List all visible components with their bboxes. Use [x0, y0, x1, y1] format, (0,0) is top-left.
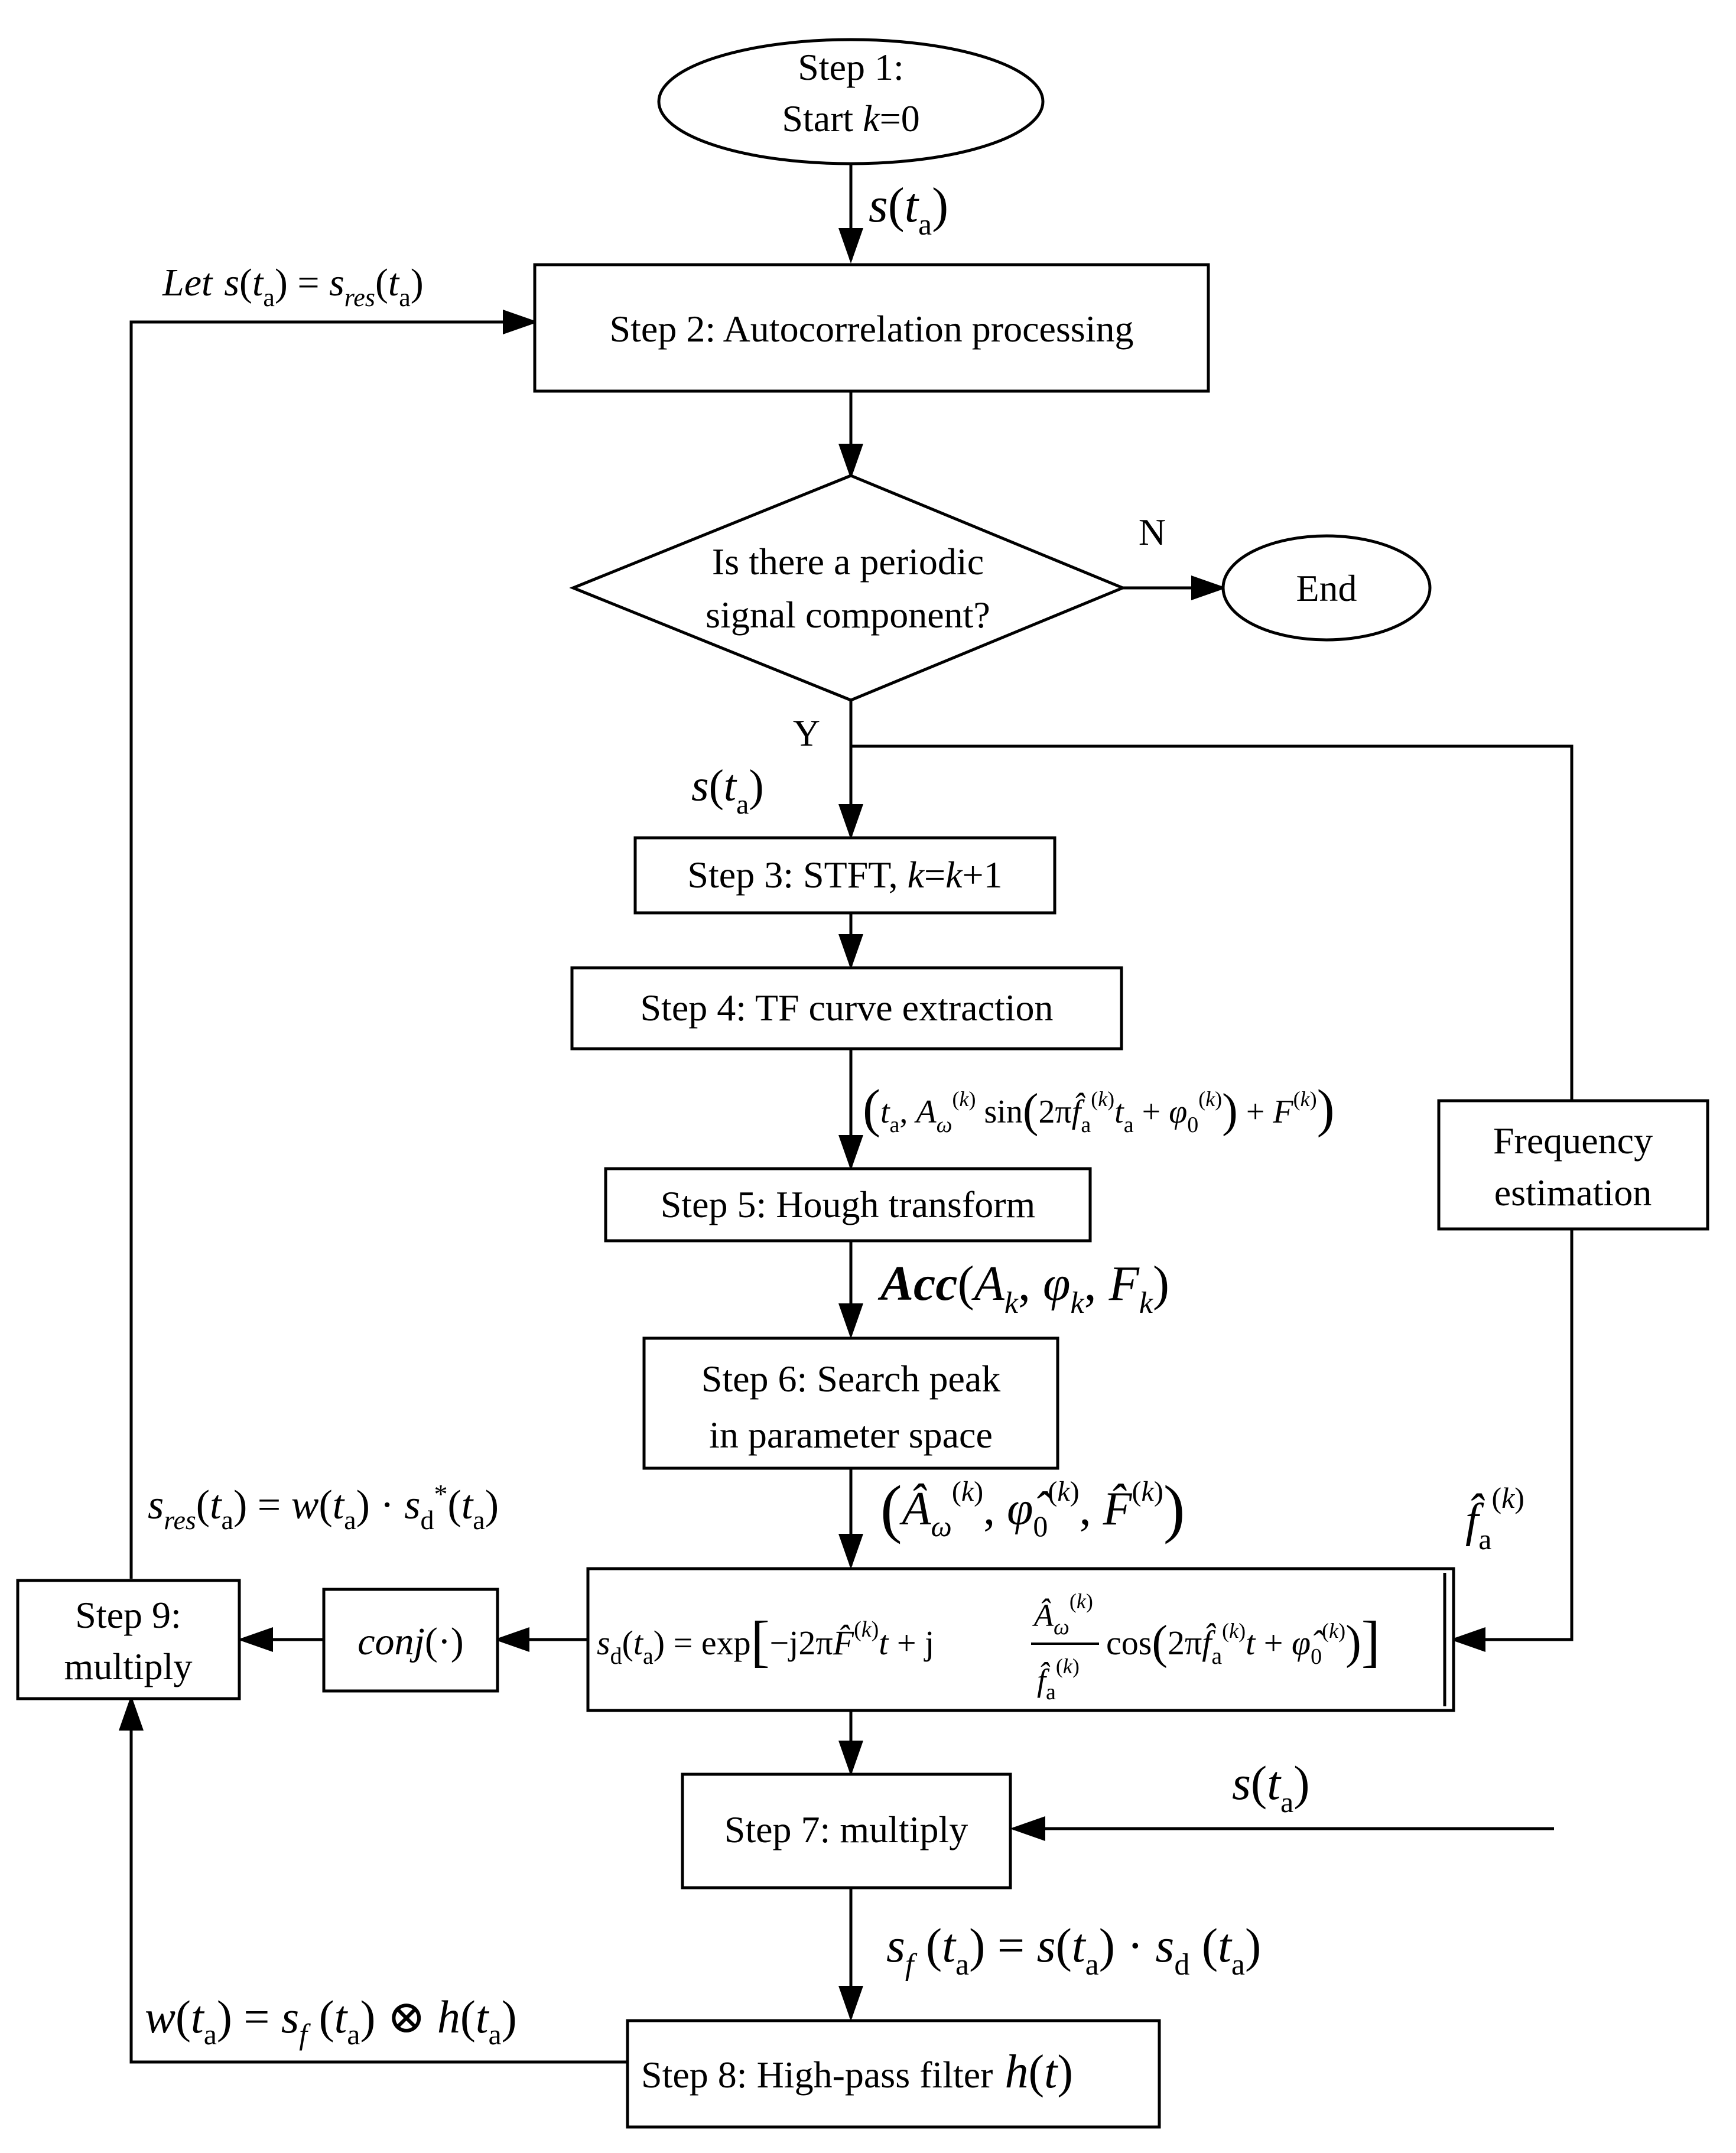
step4-node: Step 4: TF curve extraction: [570, 966, 1123, 1051]
step3-label: Step 3: STFT, k=k+1: [687, 854, 1002, 896]
step1-line2: Start k=0: [782, 97, 919, 139]
step1-line1: Step 1:: [798, 46, 904, 88]
step6-node: Step 6: Search peak in parameter space: [642, 1336, 1059, 1470]
edge-freq-to-formula: [1450, 1229, 1574, 1652]
step9-line1: Step 9:: [75, 1594, 181, 1636]
step2-node: Step 2: Autocorrelation processing: [533, 263, 1210, 393]
residual-label: sres(ta) = w(ta) · sd*(ta): [148, 1479, 499, 1535]
step4-label: Step 4: TF curve extraction: [640, 987, 1053, 1029]
step5-label: Step 5: Hough transform: [661, 1183, 1036, 1225]
step9-line2: multiply: [64, 1645, 193, 1687]
conj-node: conj(·): [322, 1588, 499, 1693]
filtered-signal-label: sf (ta) = s(ta) · sd (ta): [886, 1918, 1261, 1982]
frequency-estimation-node: Frequency estimation: [1437, 1099, 1709, 1231]
step6-line1: Step 6: Search peak: [701, 1358, 1001, 1400]
yes-label: Y: [793, 712, 820, 754]
tf-curve-tuple: (ta, Aω(k) sin(2πf̂a(k)ta + φ0(k)) + F(k…: [863, 1079, 1335, 1138]
step2-label: Step 2: Autocorrelation processing: [610, 308, 1134, 350]
step5-node: Step 5: Hough transform: [604, 1167, 1092, 1243]
signal-label-1: s(ta): [869, 178, 948, 242]
step7-label: Step 7: multiply: [724, 1809, 968, 1850]
end-node: End: [1221, 534, 1432, 642]
edge-step8-step9: [119, 1695, 626, 2064]
estimated-params-label: (Âω(k), φ̂0(k), F̂(k)): [880, 1472, 1185, 1544]
highpass-output-label: w(ta) = sf (ta) ⊗ h(ta): [145, 1991, 517, 2051]
sd-formula-tail: cos(2πf̂a(k)t + φ̂0(k))]: [1106, 1609, 1380, 1673]
step6-line2: in parameter space: [709, 1414, 993, 1456]
edge-loop-to-freq: [851, 744, 1574, 1101]
decision-node: Is there a periodic signal component?: [569, 474, 1127, 702]
accumulator-label: Acc(Ak, φk, Fk): [877, 1256, 1169, 1320]
freq-line2: estimation: [1494, 1172, 1652, 1214]
freq-estimate-label: f̂a(k): [1465, 1481, 1524, 1556]
decision-line2: signal component?: [706, 594, 990, 636]
end-label: End: [1296, 567, 1357, 609]
step3-node: Step 3: STFT, k=k+1: [633, 836, 1056, 915]
no-label: N: [1139, 511, 1166, 553]
step9-node: Step 9: multiply: [16, 1579, 241, 1700]
step7-node: Step 7: multiply: [681, 1773, 1012, 1889]
conj-label: conj(·): [357, 1620, 464, 1663]
signal-label-2: s(ta): [691, 761, 764, 820]
decision-line1: Is there a periodic: [712, 541, 984, 583]
freq-line1: Frequency: [1493, 1120, 1653, 1162]
signal-label-3: s(ta): [1232, 1756, 1310, 1819]
edge-step9-step2: [129, 310, 538, 1579]
sd-frac-num: Âω(k): [1032, 1589, 1093, 1640]
sd-formula-node: sd(ta) = exp[−j2πF̂(k)t + j Âω(k) f̂a(k)…: [586, 1567, 1455, 1712]
step1-node: Step 1: Start k=0: [657, 38, 1045, 165]
sd-formula: sd(ta) = exp[−j2πF̂(k)t + j: [597, 1609, 934, 1673]
